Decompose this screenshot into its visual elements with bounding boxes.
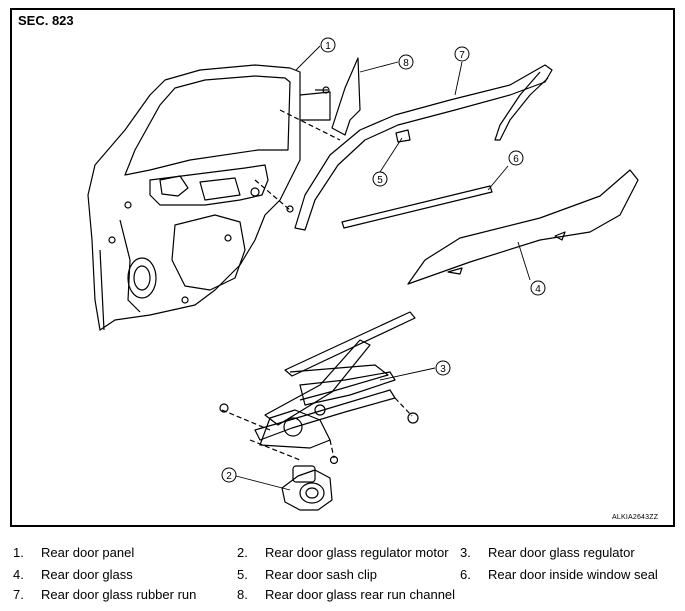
sash-clip-part [395,129,411,143]
legend-label: Rear door glass regulator [488,545,635,560]
callout-5: 5 [372,171,388,187]
leader-lines [235,45,531,491]
section-label: SEC. 823 [18,13,74,28]
legend-number: 1. [13,545,24,560]
legend-label: Rear door glass regulator motor [265,545,449,560]
legend-number: 8. [237,587,248,602]
legend-label: Rear door sash clip [265,567,377,582]
glass-regulator-part [219,311,419,465]
legend-number: 6. [460,567,471,582]
legend-number: 3. [460,545,471,560]
regulator-motor-part [281,465,333,511]
callout-3: 3 [435,360,451,376]
legend-label: Rear door panel [41,545,135,560]
legend-label: Rear door glass rubber run [41,587,197,602]
legend-label: Rear door glass [41,567,133,582]
svg-text:6: 6 [513,154,519,165]
svg-text:5: 5 [377,175,383,186]
svg-text:4: 4 [535,284,541,295]
svg-text:7: 7 [459,50,465,61]
callout-1: 1 [320,37,336,53]
svg-text:3: 3 [440,364,446,375]
door-panel-part [87,64,341,331]
svg-text:1: 1 [325,41,331,52]
inside-window-seal-part [341,185,493,229]
svg-text:2: 2 [226,471,232,482]
callout-6: 6 [508,150,524,166]
callout-2: 2 [221,467,237,483]
diagram-frame [10,8,675,527]
callout-7: 7 [454,46,470,62]
legend-number: 7. [13,587,24,602]
callout-4: 4 [530,280,546,296]
legend-number: 2. [237,545,248,560]
legend-number: 4. [13,567,24,582]
svg-text:8: 8 [403,58,409,69]
legend-label: Rear door glass rear run channel [265,587,456,602]
door-glass-part [407,169,639,285]
glass-rubber-run-part [294,64,553,231]
legend-number: 5. [237,567,248,582]
callout-8: 8 [398,54,414,70]
legend-label: Rear door inside window seal [488,567,658,582]
rear-run-channel-part [331,57,361,136]
figure-code: ALKIA2643ZZ [612,514,659,521]
